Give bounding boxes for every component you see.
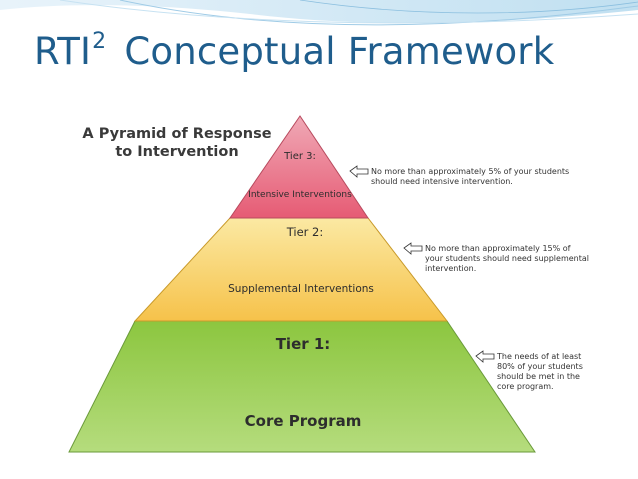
tier-2-program: Supplemental Interventions [228,283,374,295]
heading-line-1: A Pyramid of Response [82,126,272,142]
header-swoosh [0,0,638,26]
pyramid-heading: A Pyramid of Response to Intervention [72,125,282,161]
title-main: RTI [34,30,92,73]
tier-1-note-line-2: 80% of your students [497,362,583,371]
tier-1-program: Core Program [244,412,362,430]
tier-2-note-line-3: intervention. [425,264,477,273]
tier-2-note-line-2: your students should need supplemental [425,254,589,263]
tier-3-note: No more than approximately 5% of your st… [371,167,569,187]
title-rest: Conceptual Framework [124,30,555,73]
left-arrow-icon [403,242,423,255]
tier-2-note: No more than approximately 15% of your s… [425,244,589,274]
left-arrow-icon [475,350,495,363]
tier-3-note-line-2: should need intensive intervention. [371,177,513,186]
tier-3-name: Tier 3: [284,151,316,162]
tier-3-program: Intensive Interventions [248,190,352,200]
tier-2-name: Tier 2: [286,225,324,239]
tier-2-note-line-1: No more than approximately 15% of [425,244,571,253]
tier-1-note-line-3: should be met in the [497,372,580,381]
tier-3-note-line-1: No more than approximately 5% of your st… [371,167,570,176]
pyramid [68,115,536,453]
tier-1-note-line-4: core program. [497,382,554,391]
title-superscript: 2 [92,29,107,54]
heading-line-2: to Intervention [115,144,239,160]
tier-1-note: The needs of at least 80% of your studen… [497,352,583,392]
slide-title: RTI2 Conceptual Framework [34,29,555,73]
tier-1-note-line-1: The needs of at least [497,352,582,361]
left-arrow-icon [349,165,369,178]
tier-1-name: Tier 1: [275,335,331,353]
tier-3-band [229,115,369,219]
